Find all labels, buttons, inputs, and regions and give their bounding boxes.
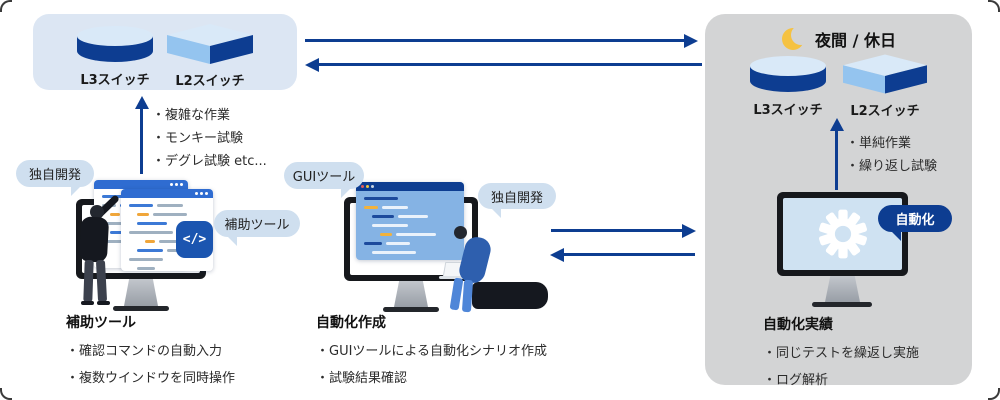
automation-bubble: 自動化 (878, 205, 952, 241)
night-l2-switch: L2スイッチ (843, 54, 927, 119)
creation-section-item: ・GUIツールによる自動化シナリオ作成 (316, 344, 548, 359)
l2-switch-label: L2スイッチ (175, 74, 245, 89)
assist-monitor-base (113, 306, 169, 311)
gui-tool-bubble: GUIツール (284, 162, 364, 198)
editor-window (356, 182, 464, 260)
mid-dev-bubble: 独自開発 (478, 183, 556, 218)
creation-monitor-stand (394, 281, 428, 307)
l3-switch-icon (77, 26, 153, 62)
editor-titlebar (356, 182, 464, 191)
code-badge: </> (176, 221, 213, 258)
assist-section-item: ・確認コマンドの自動入力 (66, 344, 223, 359)
sitting-person-illustration (439, 224, 550, 314)
creation-section-title: 自動化作成 (316, 315, 386, 331)
l3-switch-icon (750, 56, 826, 92)
results-section-item: ・同じテストを繰返し実施 (763, 346, 920, 361)
mid-dev-bubble-label: 独自開発 (490, 190, 543, 206)
arrow-night-to-day (318, 63, 702, 66)
results-section-item: ・ログ解析 (763, 373, 829, 388)
automation-monitor-stand (825, 276, 860, 302)
assist-tool-bubble: 補助ツール (214, 210, 300, 246)
arrow-night-to-creation (563, 253, 695, 256)
night-l2-switch-label: L2スイッチ (850, 104, 920, 119)
assist-tool-bubble-label: 補助ツール (224, 218, 290, 233)
arrow-assist-to-switches (140, 108, 143, 174)
manual-task: ・デグレ試験 etc... (152, 154, 267, 169)
creation-monitor-base (383, 307, 439, 312)
auto-task: ・単純作業 (846, 136, 912, 151)
night-l3-switch-label: L3スイッチ (753, 103, 823, 118)
standing-person-illustration (66, 194, 128, 312)
automation-monitor-base (812, 302, 872, 307)
window-titlebar (94, 180, 188, 189)
creation-section: 自動化作成 ・GUIツールによる自動化シナリオ作成 ・試験結果確認 (316, 312, 547, 386)
window-titlebar (121, 189, 213, 198)
left-dev-bubble: 独自開発 (16, 160, 94, 196)
night-panel: 夜間 / 休日 L3スイッチ L2スイッチ ・単純作業 ・繰り返し試験 (705, 14, 972, 388)
moon-icon (782, 26, 807, 50)
arrow-day-to-night (305, 39, 685, 42)
results-section: 自動化実績 ・同じテストを繰返し実施 ・ログ解析 (763, 314, 919, 388)
editor-dots-icon (361, 185, 374, 188)
night-l3-switch: L3スイッチ (749, 55, 827, 118)
corner-mark (0, 0, 12, 12)
code-badge-label: </> (182, 232, 207, 247)
manual-task: ・複雑な作業 (152, 108, 231, 123)
automation-bubble-label: 自動化 (895, 213, 935, 228)
corner-mark (988, 388, 1000, 400)
corner-mark (0, 388, 12, 400)
l2-switch: L2スイッチ (167, 24, 253, 89)
gear-icon (818, 209, 867, 259)
l2-switch-icon (843, 54, 927, 94)
window-dots-icon (170, 183, 183, 186)
manual-task-list: ・複雑な作業 ・モンキー試験 ・デグレ試験 etc... (152, 104, 267, 173)
gui-tool-bubble-label: GUIツール (292, 170, 356, 185)
l3-switch: L3スイッチ (76, 25, 154, 88)
l3-switch-label: L3スイッチ (80, 73, 150, 88)
creation-section-item: ・試験結果確認 (316, 371, 408, 386)
window-dots-icon (195, 192, 208, 195)
assist-section: 補助ツール ・確認コマンドの自動入力 ・複数ウインドウを同時操作 (66, 312, 235, 386)
auto-task: ・繰り返し試験 (846, 159, 938, 174)
l2-switch-icon (167, 24, 253, 64)
results-section-title: 自動化実績 (763, 317, 833, 333)
auto-task-list: ・単純作業 ・繰り返し試験 (846, 132, 937, 178)
left-dev-bubble-label: 独自開発 (28, 168, 81, 183)
night-panel-header: 夜間 / 休日 (705, 26, 972, 52)
night-panel-title: 夜間 / 休日 (815, 31, 896, 50)
assist-monitor-stand (124, 279, 158, 306)
corner-mark (988, 0, 1000, 12)
arrow-automation-to-switches (835, 130, 838, 190)
arrow-creation-to-night (551, 229, 683, 232)
manual-task: ・モンキー試験 (152, 131, 244, 146)
day-switches-panel: L3スイッチ L2スイッチ (33, 14, 297, 90)
assist-section-title: 補助ツール (66, 315, 136, 331)
assist-section-item: ・複数ウインドウを同時操作 (66, 371, 236, 386)
